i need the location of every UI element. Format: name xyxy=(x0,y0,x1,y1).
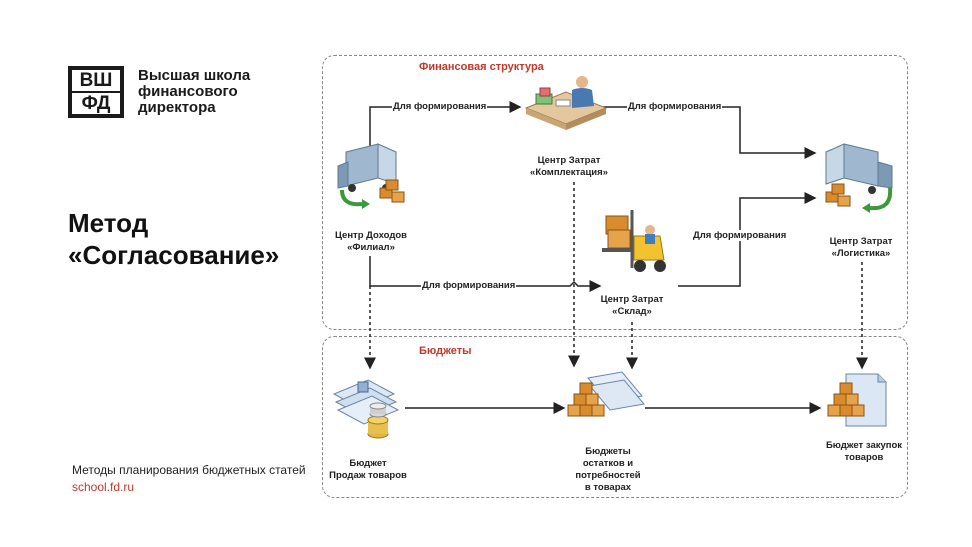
node-label-budget-purchases-line-2: товаров xyxy=(844,452,884,463)
edge-label-revenue-to-warehouse: Для формирования xyxy=(421,280,517,291)
node-label-budget-sales-line-1: Бюджет xyxy=(349,458,387,469)
finance-structure-panel xyxy=(322,55,908,330)
node-label-warehouse-line-1: Центр Затрат xyxy=(600,294,664,305)
node-label-assembly-line-1: Центр Затрат xyxy=(537,155,601,166)
sales-budget-icon xyxy=(332,379,400,439)
node-label-budget-stock-line-2: остатков и xyxy=(582,458,634,469)
slide-title-line-2: «Согласование» xyxy=(68,240,280,270)
truck-revenue-icon xyxy=(337,143,405,209)
edge-label-assembly-to-logistics: Для формирования xyxy=(627,101,723,112)
edge-assembly-to-logistics xyxy=(603,106,817,159)
purchases-budget-icon xyxy=(827,373,887,427)
node-label-budget-purchases-line-1: Бюджет закупок xyxy=(825,440,903,451)
edge-warehouse-to-logistics xyxy=(678,192,817,287)
node-label-logistics-line-1: Центр Затрат xyxy=(829,236,893,247)
logo-text: Высшая школа финансового директора xyxy=(138,68,278,116)
node-label-warehouse-line-2: «Склад» xyxy=(612,306,652,317)
logo-line-1: Высшая школа xyxy=(138,67,251,84)
desk-worker-icon xyxy=(524,76,608,130)
node-label-assembly-line-2: «Комплектация» xyxy=(530,167,608,178)
node-label-cost-center-assembly: Центр Затрат «Комплектация» xyxy=(519,155,619,179)
edge-revenue-to-warehouse xyxy=(369,256,602,292)
logo-mark-top: ВШ xyxy=(72,70,120,91)
edge-label-warehouse-to-logistics: Для формирования xyxy=(692,230,788,241)
truck-logistics-icon xyxy=(825,143,893,213)
logo-mark-bottom: ФД xyxy=(72,93,120,114)
footer-site-link[interactable]: school.fd.ru xyxy=(72,480,135,494)
node-label-cost-center-warehouse: Центр Затрат «Склад» xyxy=(585,294,679,318)
budgets-panel xyxy=(322,336,908,498)
node-label-cost-center-logistics: Центр Затрат «Логистика» xyxy=(815,236,907,260)
logo-line-2: финансового xyxy=(138,83,238,100)
edge-revenue-to-assembly xyxy=(369,101,522,148)
node-label-revenue-center: Центр Доходов «Филиал» xyxy=(326,230,416,254)
edge-label-revenue-to-assembly: Для формирования xyxy=(392,101,488,112)
node-label-budget-stock-line-4: в товарах xyxy=(584,482,632,493)
node-label-revenue-center-line-1: Центр Доходов xyxy=(334,230,408,241)
node-label-budget-sales-line-2: Продаж товаров xyxy=(329,470,407,481)
node-label-budget-stock-line-1: Бюджеты xyxy=(585,446,631,457)
node-label-budget-purchases: Бюджет закупок товаров xyxy=(812,440,916,464)
forklift-icon xyxy=(602,210,666,272)
node-label-logistics-line-2: «Логистика» xyxy=(831,248,891,259)
budgets-title: Бюджеты xyxy=(419,345,472,357)
stock-budget-icon xyxy=(567,371,645,417)
node-label-budget-stock: Бюджеты остатков и потребностей в товара… xyxy=(558,446,658,494)
node-label-budget-stock-line-3: потребностей xyxy=(575,470,641,481)
footer-text: Методы планирования бюджетных статей xyxy=(72,463,306,477)
slide-title-line-1: Метод xyxy=(68,208,149,238)
slide-title: Метод «Согласование» xyxy=(68,207,279,271)
node-label-revenue-center-line-2: «Филиал» xyxy=(347,242,395,253)
logo-mark: ВШ ФД xyxy=(68,66,124,118)
finance-structure-title: Финансовая структура xyxy=(419,61,544,73)
node-label-budget-sales: Бюджет Продаж товаров xyxy=(318,458,418,482)
logo-line-3: директора xyxy=(138,99,216,116)
